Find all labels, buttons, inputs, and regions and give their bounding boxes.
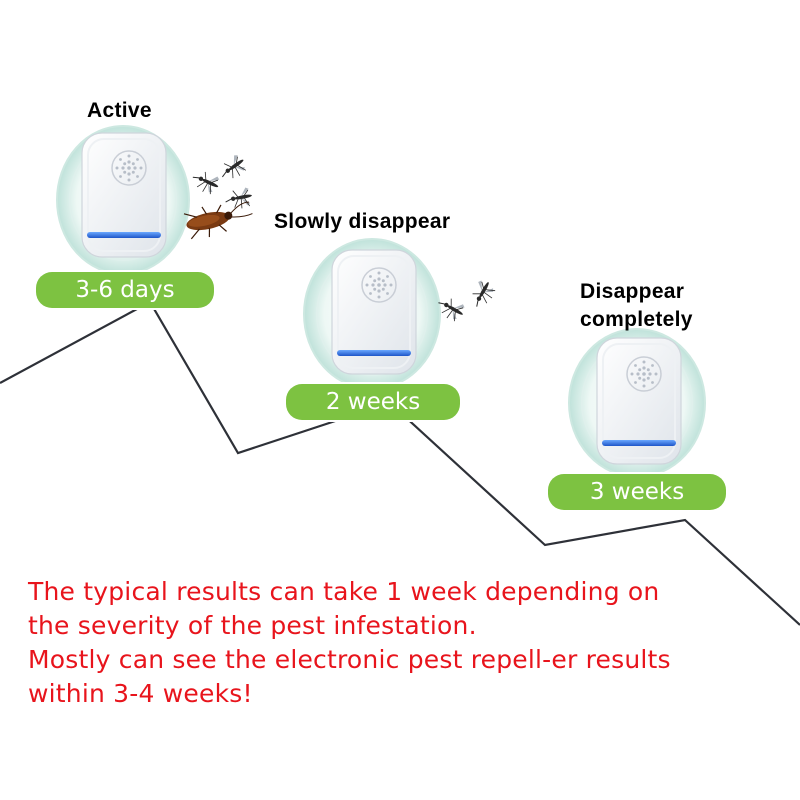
stage-title: Disappear completely	[580, 278, 693, 334]
cockroach-icon	[183, 201, 253, 240]
mosquito-icon	[188, 166, 223, 198]
duration-badge: 3-6 days	[36, 272, 214, 308]
mosquito-icon	[215, 151, 251, 185]
stage-title-line: Disappear	[580, 280, 685, 303]
stage-title: Slowly disappear	[274, 210, 451, 233]
stage-title: Active	[87, 99, 152, 122]
results-note: The typical results can take 1 week depe…	[28, 575, 788, 711]
note-line: Mostly can see the electronic pest repel…	[28, 645, 671, 674]
mosquito-icon	[223, 186, 255, 212]
repeller-device-icon	[56, 125, 190, 275]
repeller-device-icon	[568, 328, 706, 478]
note-line: the severity of the pest infestation.	[28, 611, 477, 640]
duration-badge: 2 weeks	[286, 384, 460, 420]
mosquito-icon	[466, 277, 499, 312]
stage-title-line: completely	[580, 308, 693, 331]
note-line: The typical results can take 1 week depe…	[28, 577, 660, 606]
note-line: within 3-4 weeks!	[28, 679, 253, 708]
duration-badge: 3 weeks	[548, 474, 726, 510]
repeller-device-icon	[303, 238, 441, 390]
